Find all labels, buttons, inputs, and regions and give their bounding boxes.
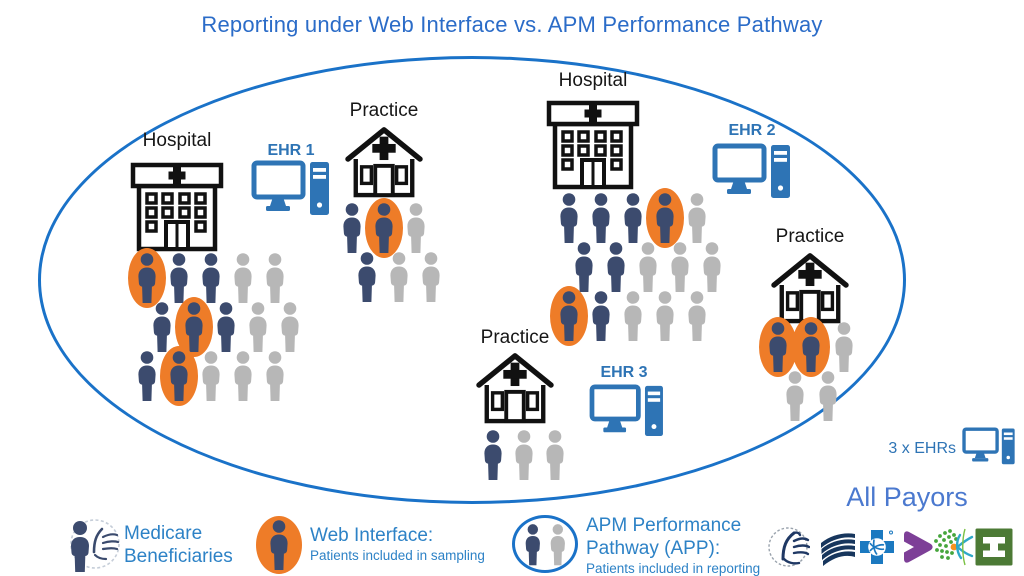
green-square-h-logo [974, 527, 1014, 572]
web-interface-subtitle: Patients included in sampling [310, 548, 485, 563]
medicare-line2: Beneficiaries [124, 546, 233, 567]
medicare-beneficiaries-icon [64, 514, 122, 576]
person-icon [480, 430, 506, 480]
person-icon [365, 198, 403, 258]
person-icon [684, 291, 710, 341]
person-icon [339, 203, 365, 253]
medicare-line1: Medicare [124, 523, 203, 544]
person-icon [831, 322, 857, 372]
app-pathway-icon [512, 515, 578, 573]
medicare-legend-text: Medicare Beneficiaries [124, 522, 233, 568]
person-icon [684, 193, 710, 243]
app-subtitle: Patients included in reporting [586, 561, 761, 576]
person-icon [635, 242, 661, 292]
person-icon [542, 430, 568, 480]
practice-icon [768, 250, 852, 324]
ehr-label: EHR 1 [267, 142, 315, 159]
person-icon [160, 346, 198, 406]
green-burst-logo [930, 525, 974, 574]
person-icon [815, 371, 841, 421]
person-icon [149, 302, 175, 352]
app-boundary-ellipse [38, 56, 906, 504]
person-icon [386, 252, 412, 302]
person-icon [198, 351, 224, 401]
building-label-hospital-center: Hospital [558, 70, 628, 91]
web-interface-icon [256, 516, 302, 574]
person-icon [792, 317, 830, 377]
app-legend-text: APM Performance Pathway (APP): Patients … [586, 514, 760, 576]
person-icon [403, 203, 429, 253]
building-label-hospital-left: Hospital [142, 130, 212, 151]
hhs-logo [766, 524, 811, 575]
computer-icon [712, 143, 792, 199]
hospital-icon [546, 94, 640, 190]
computer-icon [589, 384, 665, 437]
person-icon [266, 520, 292, 570]
person-icon [571, 242, 597, 292]
person-icon [230, 351, 256, 401]
page-title: Reporting under Web Interface vs. APM Pe… [201, 12, 823, 37]
person-icon [547, 524, 570, 569]
app-title-line2: Pathway (APP): [586, 538, 721, 559]
person-icon [230, 253, 256, 303]
person-icon [511, 430, 537, 480]
person-icon [667, 242, 693, 292]
navy-stripes-logo [818, 529, 858, 572]
person-icon [646, 188, 684, 248]
web-interface-title: Web Interface: [310, 525, 434, 546]
person-icon [699, 242, 725, 292]
person-icon [262, 253, 288, 303]
person-icon [550, 286, 588, 346]
hospital-icon [130, 156, 224, 252]
person-icon [262, 351, 288, 401]
person-icon [620, 193, 646, 243]
person-icon [166, 253, 192, 303]
person-icon [354, 252, 380, 302]
person-icon [588, 193, 614, 243]
person-icon [277, 302, 303, 352]
practice-icon [473, 350, 557, 424]
person-icon [782, 371, 808, 421]
purple-chevron-logo [896, 527, 936, 572]
person-icon [620, 291, 646, 341]
person-icon [198, 253, 224, 303]
web-interface-legend-text: Web Interface: Patients included in samp… [310, 524, 485, 564]
building-label-practice-top-left: Practice [349, 100, 419, 121]
building-label-practice-bottom: Practice [480, 327, 550, 348]
ehr-label: EHR 3 [600, 364, 648, 381]
app-title-line1: APM Performance [586, 515, 742, 536]
person-icon [759, 317, 797, 377]
computer-icon [251, 160, 331, 216]
person-icon [652, 291, 678, 341]
person-icon [603, 242, 629, 292]
ehr-label: EHR 2 [728, 122, 776, 139]
person-icon [175, 297, 213, 357]
blue-cross-logo [857, 527, 897, 572]
person-icon [213, 302, 239, 352]
computer-icon [962, 426, 1016, 466]
person-icon [128, 248, 166, 308]
practice-icon [342, 124, 426, 198]
person-icon [588, 291, 614, 341]
ehr-total-label: 3 x EHRs [888, 440, 956, 457]
all-payors-label: All Payors [846, 482, 968, 512]
person-icon [134, 351, 160, 401]
person-icon [418, 252, 444, 302]
building-label-practice-right: Practice [775, 226, 845, 247]
person-icon [245, 302, 271, 352]
person-icon [522, 524, 545, 569]
person-icon [556, 193, 582, 243]
